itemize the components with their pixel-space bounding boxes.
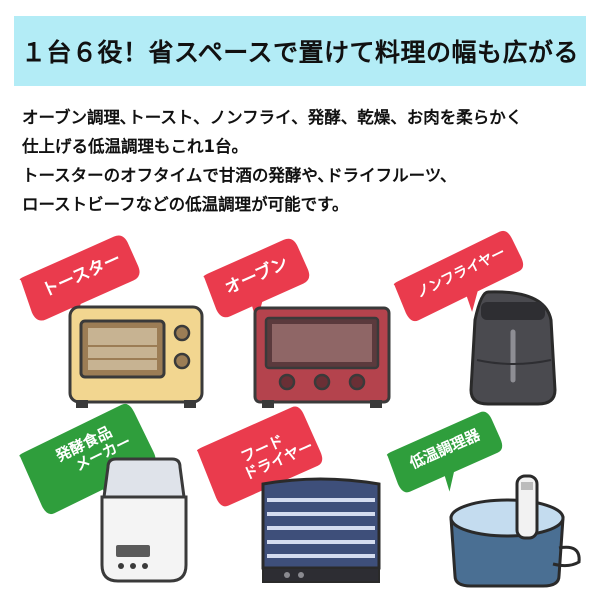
fermenter-illustration	[19, 403, 188, 583]
description-line: 仕上げる低温調理もこれ1台。	[22, 137, 248, 156]
function-sous-vide: 低温調理器	[386, 411, 583, 598]
description-line: ローストビーフなどの低温調理が可能です。	[22, 195, 349, 214]
function-toaster: トースター	[18, 235, 208, 425]
function-air-fryer: ノンフライヤー	[393, 230, 583, 420]
headline: １台６役！省スペースで置けて料理の幅も広がる	[20, 38, 579, 67]
sous-vide-illustration	[386, 411, 581, 588]
toaster-illustration	[19, 235, 204, 408]
air-fryer-illustration	[393, 230, 557, 406]
food-dehydrator-illustration	[196, 406, 381, 583]
description: オーブン調理､トースト、ノンフライ、発酵、乾燥、お肉を柔らかく 仕上げる低温調理…	[22, 103, 582, 219]
function-food-dehydrator: フード ドライヤー	[196, 406, 395, 598]
headline-banner: １台６役！省スペースで置けて料理の幅も広がる	[14, 16, 586, 86]
function-fermenter: 発酵食品 メーカー	[18, 403, 208, 595]
function-oven: オーブン	[203, 238, 395, 425]
description-line: トースターのオフタイムで甘酒の発酵や､ドライフルーツ、	[22, 166, 457, 185]
description-line: オーブン調理､トースト、ノンフライ、発酵、乾燥、お肉を柔らかく	[22, 108, 523, 127]
oven-illustration	[203, 238, 391, 408]
